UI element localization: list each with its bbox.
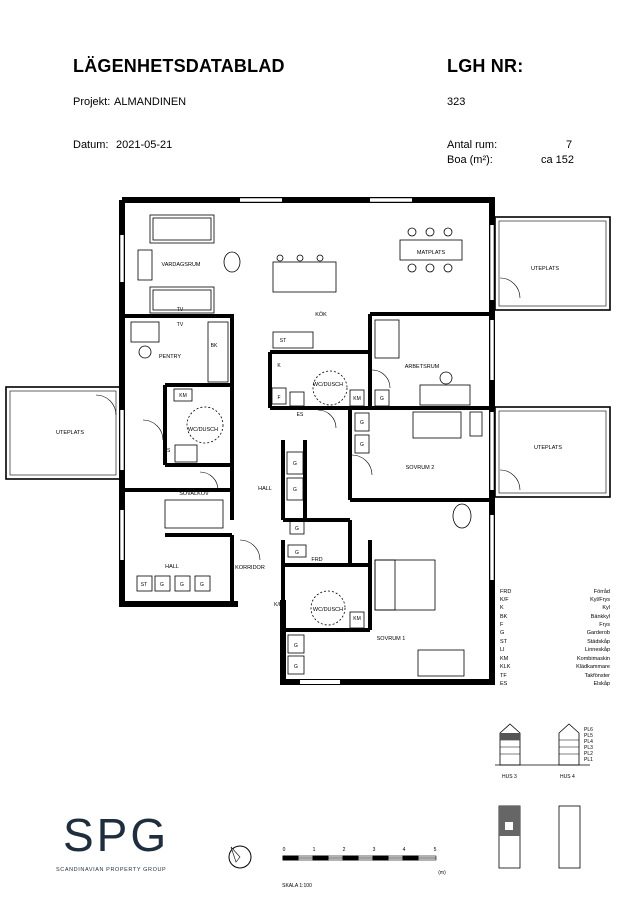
spg-logo-icon: SPG: [63, 809, 170, 861]
fixture-g: G: [360, 420, 364, 426]
fixture-g: G: [294, 664, 298, 670]
room-pentry: PENTRY: [159, 354, 182, 360]
interior-walls: [122, 312, 492, 632]
apartment-number-label: LGH NR:: [447, 56, 524, 76]
scale-tick: 4: [403, 847, 406, 853]
project-label: Projekt:: [73, 96, 111, 108]
floor-label: PL4: [584, 739, 593, 745]
fixture-km: KM: [179, 393, 187, 399]
room-sovrum-1: SOVRUM 1: [377, 636, 406, 642]
scale-bar: [282, 855, 437, 861]
furniture: [130, 214, 483, 677]
logo-tagline: SCANDINAVIAN PROPERTY GROUP: [56, 867, 167, 873]
project-value: ALMANDINEN: [114, 96, 187, 108]
room-arbetsrum: ARBETSRUM: [405, 364, 440, 370]
fixture-g: G: [360, 442, 364, 448]
fixture-st: ST: [141, 582, 147, 588]
room-hall-left: HALL: [165, 564, 179, 570]
fixture-k: K: [277, 363, 281, 369]
floor-label: PL5: [584, 733, 593, 739]
floor-label: PL6: [584, 727, 593, 733]
terrace-right-mid: [494, 406, 611, 498]
fixture-g: G: [295, 526, 299, 532]
fixture-tv: TV: [177, 322, 184, 328]
fixture-g: G: [295, 550, 299, 556]
fixture-km: KM: [353, 396, 361, 402]
apartment-number: 323: [447, 96, 466, 108]
north-arrow-icon: [228, 845, 252, 869]
house-4-label: HUS 4: [560, 774, 575, 780]
scale-tick: 0: [283, 847, 286, 853]
fixture-km: KM: [353, 616, 361, 622]
fixture-g: G: [200, 582, 204, 588]
fixture-es: ES: [164, 448, 171, 454]
fixture-g: G: [293, 461, 297, 467]
scale-tick: 2: [343, 847, 346, 853]
scale-unit: (m): [438, 870, 446, 876]
floor-label: PL2: [584, 751, 593, 757]
date-value: 2021-05-21: [116, 139, 173, 151]
room-uteplats-right-mid: UTEPLATS: [534, 445, 562, 451]
fixture-g: G: [293, 487, 297, 493]
page-title: LÄGENHETSDATABLAD: [73, 56, 285, 76]
fixture-f: F: [277, 395, 280, 401]
area-value: ca 152: [541, 154, 575, 166]
fixture-g: G: [160, 582, 164, 588]
fixture-kf: K/F: [274, 602, 282, 608]
room-wc-dusch-1: WC/DUSCH: [188, 427, 218, 433]
date-label: Datum:: [73, 139, 109, 151]
room-matplats: MATPLATS: [417, 250, 446, 256]
fixture-g: G: [380, 396, 384, 402]
scale-label: SKALA 1:100: [282, 883, 312, 889]
house-3-label: HUS 3: [502, 774, 517, 780]
room-kok: KÖK: [315, 311, 327, 318]
fixture-st: ST: [280, 338, 286, 344]
room-hall-center: HALL: [258, 486, 272, 492]
fixture-g: G: [294, 643, 298, 649]
area-label: Boa (m²):: [447, 154, 493, 166]
scale-tick: 3: [373, 847, 376, 853]
room-frd: FRD: [311, 557, 322, 563]
room-uteplats-left: UTEPLATS: [56, 430, 84, 436]
room-sovrum-2: SOVRUM 2: [406, 465, 435, 471]
room-wc-dusch-2: WC/DUSCH: [313, 382, 343, 388]
scale-tick: 5: [434, 847, 437, 853]
terrace-right-top: [494, 216, 611, 311]
fixture-g: G: [180, 582, 184, 588]
floor-label: PL1: [584, 757, 593, 763]
floor-label: PL3: [584, 745, 593, 751]
fixture-tv: TV: [177, 307, 184, 313]
fixture-es: ES: [297, 412, 304, 418]
rooms-label: Antal rum:: [447, 139, 498, 151]
room-sovalkov: SOVALKOV: [179, 491, 209, 497]
elevation-drawing: [495, 723, 590, 869]
rooms-value: 7: [566, 139, 573, 151]
room-wc-dusch-3: WC/DUSCH: [313, 607, 343, 613]
room-uteplats-right-top: UTEPLATS: [531, 266, 559, 272]
room-korridor: KORRIDOR: [235, 565, 265, 571]
fixture-bk: BK: [211, 343, 218, 349]
room-vardagsrum: VARDAGSRUM: [161, 262, 200, 268]
scale-tick: 1: [313, 847, 316, 853]
